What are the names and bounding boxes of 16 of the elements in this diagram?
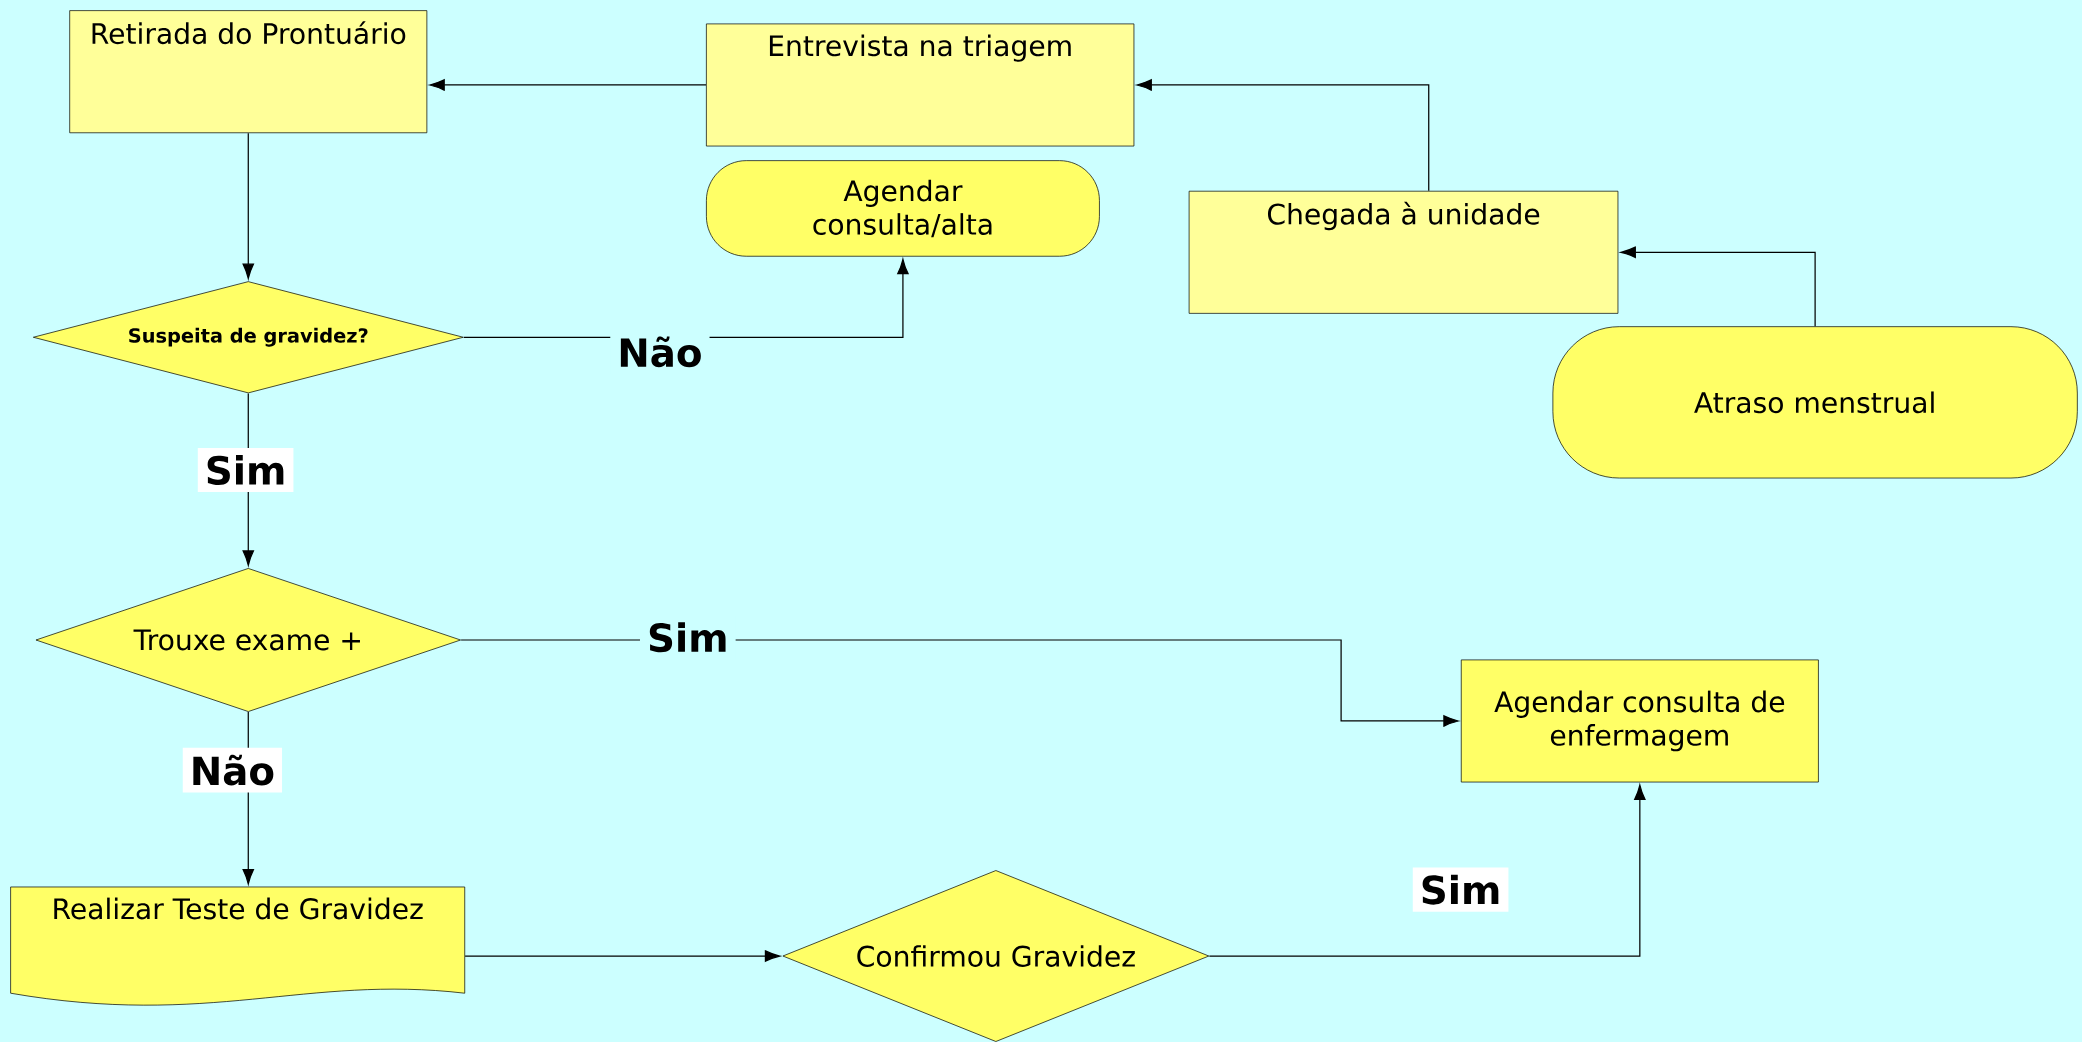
edge-label: Sim: [197, 447, 294, 492]
process-box: Chegada à unidade: [1188, 190, 1619, 314]
edge-label: Não: [610, 329, 710, 375]
arrow: [1136, 79, 1430, 192]
process-box: Agendar consulta de enfermagem: [1460, 659, 1819, 783]
edge-label: Sim: [640, 615, 736, 660]
arrow: [1620, 246, 1816, 327]
arrow: [429, 79, 707, 91]
edge-label: Sim: [1412, 867, 1509, 912]
process-box: Retirada do Prontuário: [69, 10, 428, 133]
arrow: [460, 639, 1459, 727]
process-box: Entrevista na triagem: [706, 23, 1135, 147]
arrow: [464, 950, 781, 962]
arrow: [1208, 784, 1646, 957]
edge-label: Não: [182, 747, 283, 793]
arrow: [242, 132, 255, 279]
